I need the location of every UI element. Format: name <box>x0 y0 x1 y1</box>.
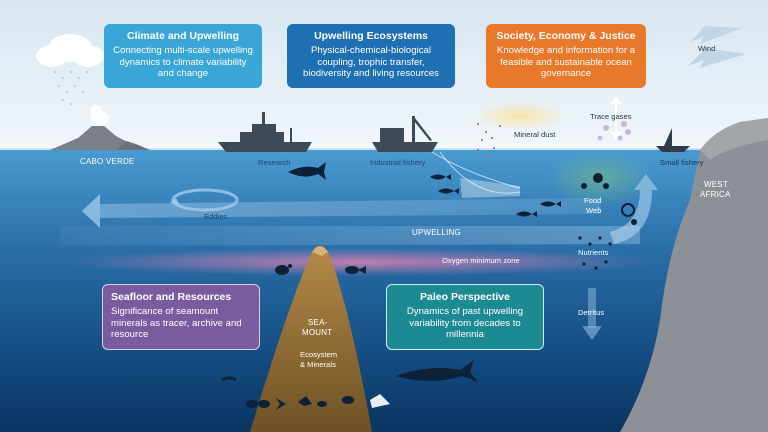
society-box: Society, Economy & Justice Knowledge and… <box>486 24 646 88</box>
cloud-icon <box>36 34 104 106</box>
label-eddies: Eddies <box>204 212 228 221</box>
label-web: Web <box>586 206 602 215</box>
climate-box: Climate and Upwelling Connecting multi-s… <box>104 24 262 88</box>
label-wind: Wind <box>698 44 716 53</box>
fish-icon <box>288 162 561 217</box>
label-upwelling: UPWELLING <box>412 228 461 237</box>
label-ecosystem: Ecosystem <box>300 350 338 359</box>
label-small-fishery: Small fishery <box>660 158 704 167</box>
west-africa-land <box>620 118 768 432</box>
trace-gases-icon <box>597 96 631 141</box>
trawler-icon <box>372 116 438 152</box>
small-boat-icon <box>656 128 690 152</box>
label-africa: AFRICA <box>700 190 731 199</box>
nutrients-dots <box>578 236 612 270</box>
label-sea: SEA- <box>308 318 328 327</box>
trawl-net-icon <box>431 151 521 198</box>
volcano-icon <box>50 105 150 150</box>
ecosystems-title: Upwelling Ecosystems <box>314 30 428 42</box>
eddies-arrow <box>82 188 600 228</box>
society-text: Knowledge and information for a feasible… <box>496 45 636 79</box>
seafloor-creatures <box>221 376 390 410</box>
label-industrial-fishery: Industrial fishery <box>370 158 426 167</box>
paleo-box: Paleo Perspective Dynamics of past upwel… <box>386 284 544 350</box>
wind-arrow-icon <box>688 26 746 68</box>
seafloor-text: Significance of seamount minerals as tra… <box>111 306 242 340</box>
shark-icon <box>396 360 478 382</box>
mineral-dust-icon <box>474 102 566 157</box>
label-mineral-dust: Mineral dust <box>514 130 556 139</box>
label-oxygen-minimum-zone: Oxygen minimum zone <box>442 256 520 265</box>
label-west: WEST <box>704 180 728 189</box>
squid-icon <box>345 266 366 274</box>
label-mount: MOUNT <box>302 328 333 337</box>
label-trace-gases: Trace gases <box>590 112 632 121</box>
society-title: Society, Economy & Justice <box>496 30 636 42</box>
oxygen-minimum-zone <box>60 248 660 276</box>
food-web-icons <box>581 173 637 225</box>
climate-title: Climate and Upwelling <box>126 30 239 42</box>
label-nutrients: Nutrients <box>578 248 609 257</box>
paleo-text: Dynamics of past upwelling variability f… <box>406 306 524 340</box>
label-minerals: & Minerals <box>300 360 336 369</box>
label-food: Food <box>584 196 602 205</box>
seafloor-box: Seafloor and Resources Significance of s… <box>102 284 260 350</box>
ecosystems-box: Upwelling Ecosystems Physical-chemical-b… <box>287 24 455 88</box>
label-cabo-verde: CABO VERDE <box>80 157 135 166</box>
seafloor-title: Seafloor and Resources <box>111 291 232 303</box>
label-detritus: Detritus <box>578 308 605 317</box>
turtle-icon <box>275 264 292 275</box>
research-vessel-icon <box>218 112 312 152</box>
seamount <box>250 246 372 432</box>
ecosystems-text: Physical-chemical-biological coupling, t… <box>303 45 439 79</box>
paleo-title: Paleo Perspective <box>420 291 510 303</box>
label-research: Research <box>258 158 291 167</box>
detritus-arrow <box>582 288 602 340</box>
climate-text: Connecting multi-scale upwelling dynamic… <box>113 45 253 79</box>
